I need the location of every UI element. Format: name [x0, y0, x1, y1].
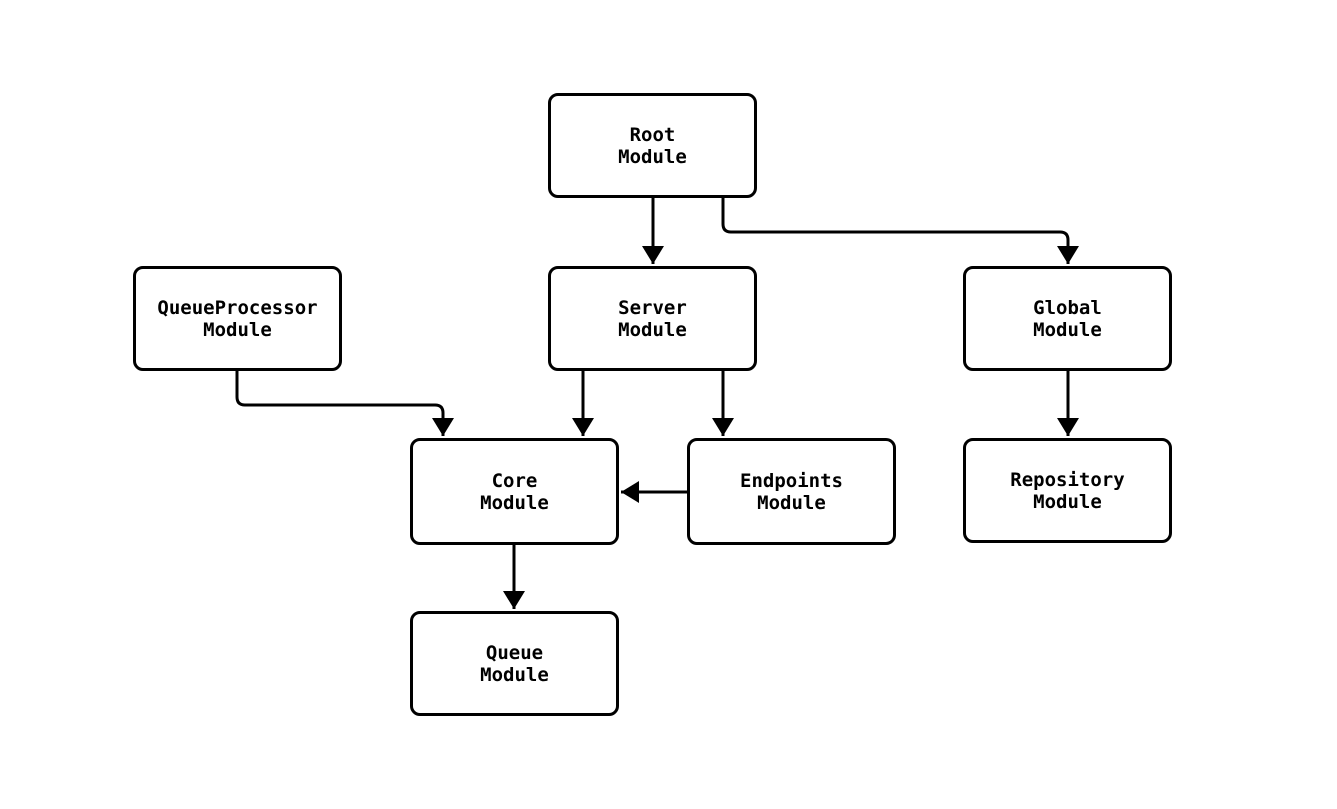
node-label-line: Module — [1033, 490, 1102, 513]
node-label-line: Module — [480, 491, 549, 514]
node-label-line: Module — [1033, 318, 1102, 341]
node-root-module: Root Module — [548, 93, 757, 198]
edge-root-to-global — [721, 198, 1079, 264]
node-label-line: Module — [203, 318, 272, 341]
node-label-line: Core — [491, 469, 538, 492]
node-label-line: Queue — [485, 641, 544, 664]
node-label-line: Global — [1033, 296, 1102, 319]
node-repository-module: Repository Module — [963, 438, 1172, 543]
node-core-module: Core Module — [410, 438, 619, 545]
node-global-module: Global Module — [963, 266, 1172, 371]
node-queue-module: Queue Module — [410, 611, 619, 716]
node-label-line: QueueProcessor — [157, 296, 318, 319]
node-server-module: Server Module — [548, 266, 757, 371]
node-endpoints-module: Endpoints Module — [687, 438, 896, 545]
node-label-line: Server — [618, 296, 687, 319]
edge-queueprocessor-to-core — [235, 370, 454, 436]
node-label-line: Module — [757, 491, 826, 514]
node-label-line: Repository — [1010, 468, 1125, 491]
node-queueprocessor-module: QueueProcessor Module — [133, 266, 342, 371]
node-label-line: Module — [618, 318, 687, 341]
node-label-line: Module — [618, 145, 687, 168]
node-label-line: Endpoints — [740, 469, 843, 492]
node-label-line: Module — [480, 663, 549, 686]
node-label-line: Root — [629, 123, 676, 146]
